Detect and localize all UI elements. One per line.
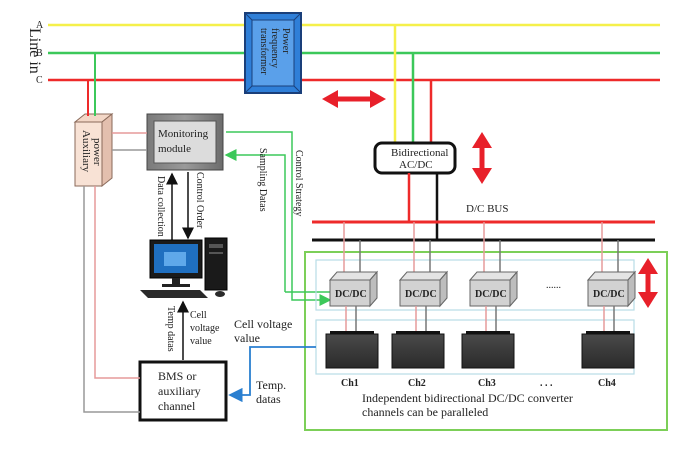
- phase-b-label: B: [36, 48, 43, 59]
- right-cell-label-1: Cell voltage: [234, 317, 292, 331]
- transformer-block: Power frequency transformer: [244, 12, 302, 94]
- auxiliary-power-block: Auxiliary power: [73, 112, 114, 188]
- pc-cell-label-3: value: [190, 336, 212, 347]
- cell-to-bms-signal: [228, 346, 316, 403]
- acdc-label-1: Bidirectional: [391, 147, 448, 159]
- bidirectional-acdc-block: Bidirectional AC/DC: [373, 141, 457, 175]
- dcdc-label-1: DC/DC: [335, 289, 367, 300]
- monitoring-label-1: Monitoring: [158, 128, 209, 140]
- battery-cell-4: [581, 331, 635, 369]
- line-in-label: Line in: [26, 28, 43, 74]
- red-double-arrow-vertical-top: [472, 132, 492, 184]
- dcdc-label-3: DC/DC: [475, 289, 507, 300]
- bms-block: BMS or auxiliary channel: [138, 360, 228, 422]
- channel-label-dots: . . .: [540, 378, 553, 389]
- temp-datas-pc-label: Temp datas: [165, 306, 176, 352]
- transformer-label-1: Power: [280, 28, 291, 54]
- right-temp-label-1: Temp.: [256, 378, 286, 392]
- dcdc-dots: ......: [546, 280, 561, 291]
- channel-label-2: Ch2: [408, 378, 426, 389]
- control-order-label: Control Order: [194, 172, 205, 229]
- channel-label-3: Ch3: [478, 378, 496, 389]
- right-temp-label-2: datas: [256, 392, 281, 406]
- pc-cell-label-2: voltage: [190, 323, 220, 334]
- auxiliary-label-2: power: [91, 138, 103, 166]
- aux-to-bms-red: [94, 186, 140, 379]
- red-double-arrow-horizontal: [322, 90, 386, 108]
- converter-frame: [304, 251, 668, 431]
- battery-cell-1: [325, 331, 379, 369]
- phase-a-label: A: [36, 20, 44, 31]
- dcdc-label-4: DC/DC: [593, 289, 625, 300]
- acdc-label-2: AC/DC: [399, 159, 433, 171]
- dc-bus-label: D/C BUS: [466, 203, 509, 215]
- monitoring-label-2: module: [158, 143, 191, 155]
- transformer-label-3: transformer: [258, 28, 269, 75]
- sampling-datas-label: Sampling Datas: [257, 148, 268, 212]
- control-strategy-line: [226, 131, 332, 306]
- channel-label-1: Ch1: [341, 378, 359, 389]
- right-cell-label-2: value: [234, 331, 260, 345]
- note-line-1: Independent bidirectional DC/DC converte…: [362, 391, 573, 405]
- pc-cell-label-1: Cell: [190, 310, 207, 321]
- note-line-2: channels can be paralleled: [362, 405, 488, 419]
- battery-cell-2: [391, 331, 445, 369]
- battery-cell-3: [461, 331, 515, 369]
- bms-label-3: channel: [158, 399, 196, 413]
- transformer-label-2: frequency: [269, 28, 280, 68]
- computer-icon: [140, 237, 228, 298]
- phase-c-label: C: [36, 75, 43, 86]
- red-double-arrow-vertical-right: [638, 258, 658, 308]
- phase-lines: [48, 23, 660, 82]
- dcdc-label-2: DC/DC: [405, 289, 437, 300]
- sampling-datas-line: [224, 149, 286, 245]
- channel-label-4: Ch4: [598, 378, 616, 389]
- dcdc-module-1: DC/DC: [328, 222, 379, 334]
- data-collection-label: Data collection: [155, 176, 166, 237]
- bms-label-2: auxiliary: [158, 384, 201, 398]
- bms-label-1: BMS or: [158, 369, 196, 383]
- control-strategy-label: Control Strategy: [293, 150, 304, 216]
- monitoring-module-block: Monitoring module: [146, 113, 224, 171]
- dcdc-module-3: DC/DC: [468, 222, 519, 334]
- dcdc-module-2: DC/DC: [398, 222, 449, 334]
- aux-to-bms-gray: [83, 186, 140, 413]
- dcdc-module-4: DC/DC: [586, 222, 637, 334]
- auxiliary-label-1: Auxiliary: [80, 130, 92, 173]
